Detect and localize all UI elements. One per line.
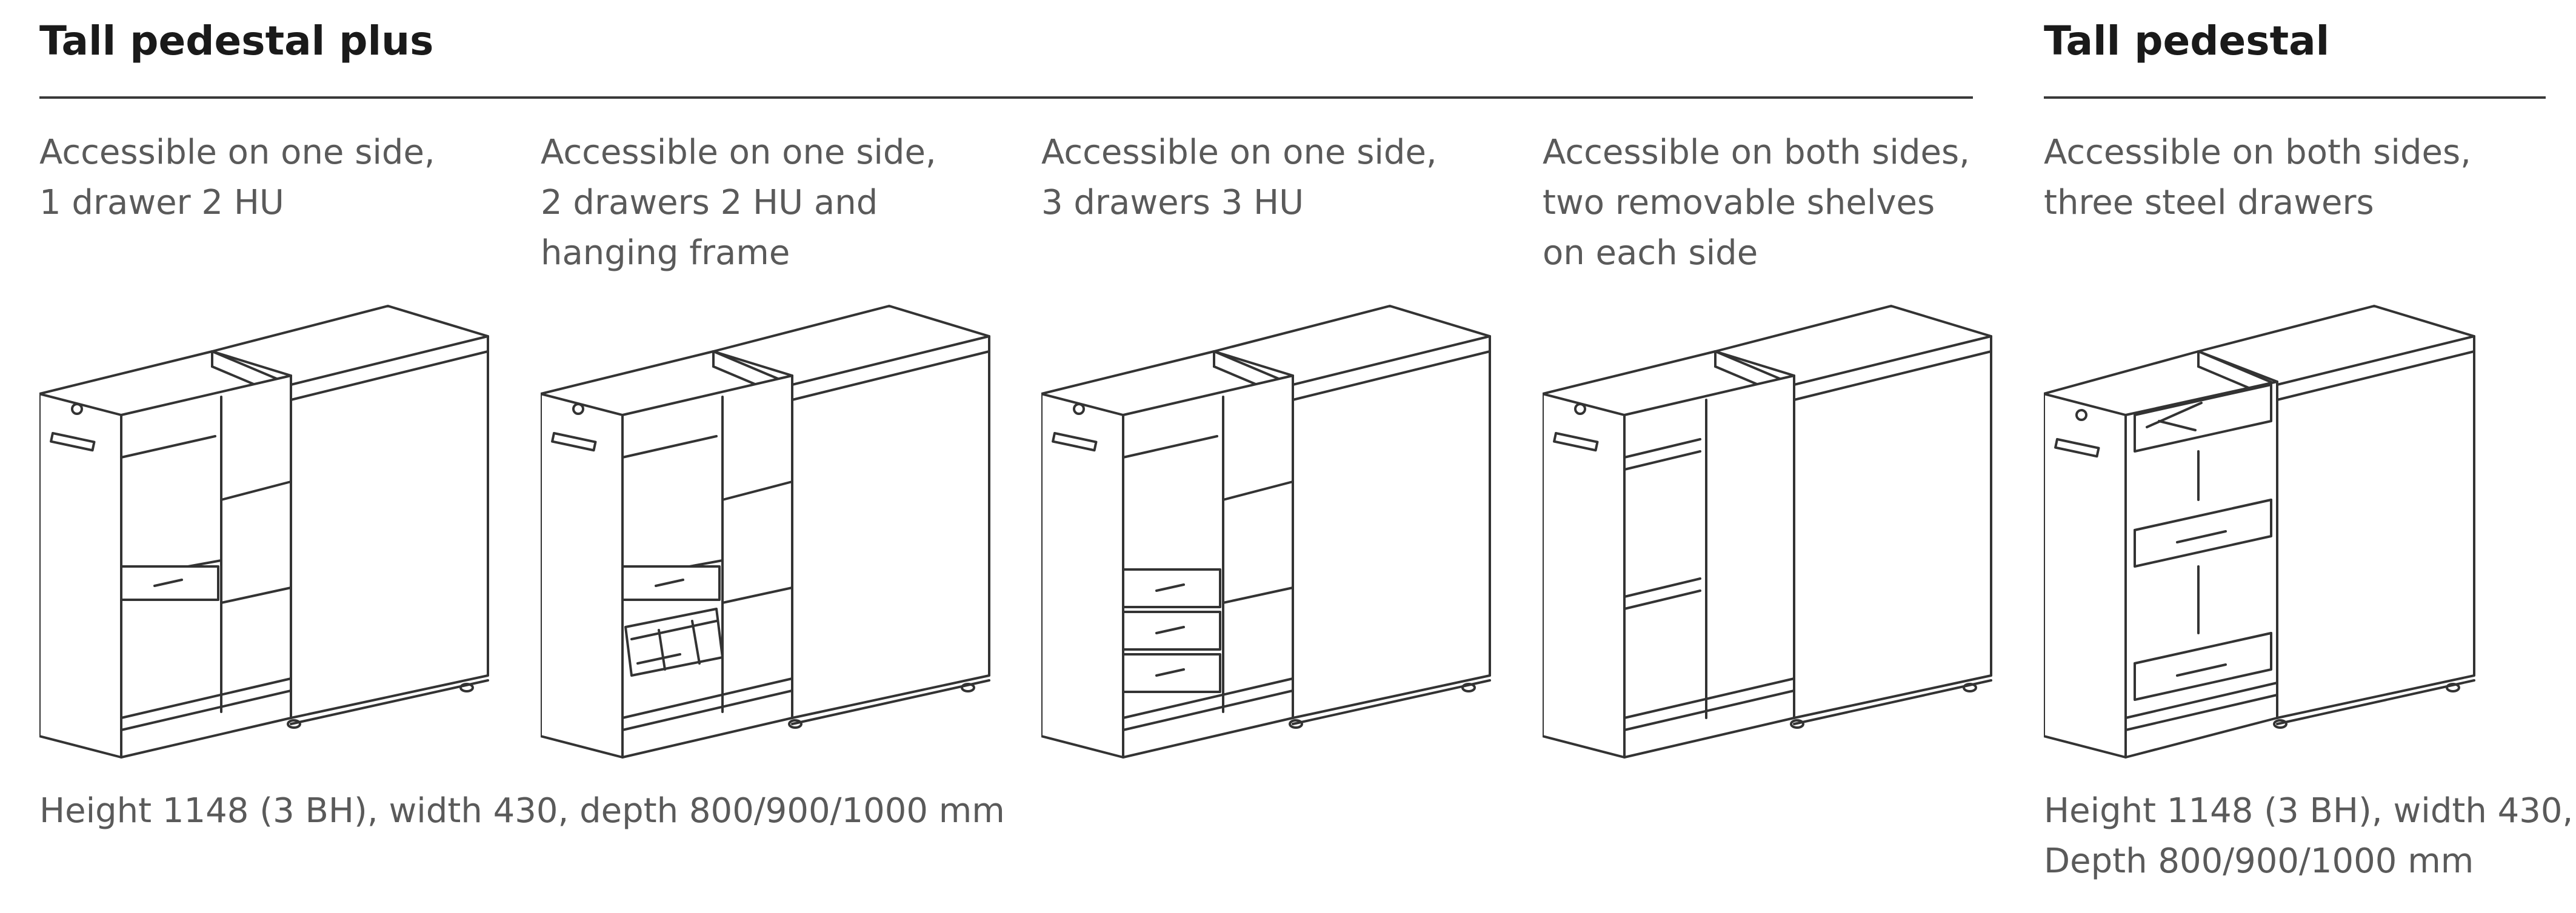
variant-description-line: 1 drawer 2 HU [39,183,284,222]
dimensions-standard: Height 1148 (3 BH), width 430, Depth 800… [2044,786,2573,886]
variant-description-line: Accessible on one side, [541,133,936,172]
variant-description-line: on each side [1543,233,1758,273]
variant-description: Accessible on one side, 1 drawer 2 HU [39,127,435,228]
variant-description-line: 2 drawers 2 HU and [541,183,878,222]
variant-description-line: Accessible on one side, [39,133,435,172]
section-title-tall-pedestal-plus: Tall pedestal plus [39,18,434,64]
pedestal-illustration-two-drawers-hanging-frame [541,300,995,760]
pedestal-illustration-three-drawers [1041,300,1496,760]
variant-description: Accessible on both sides, three steel dr… [2044,127,2471,228]
variant-description-line: two removable shelves [1543,183,1935,222]
dimensions-line: Height 1148 (3 BH), width 430, depth 800… [39,791,1005,831]
variant-description: Accessible on one side, 2 drawers 2 HU a… [541,127,936,278]
pedestal-illustration-three-steel-drawers [2044,300,2498,760]
variant-description-line: Accessible on both sides, [2044,133,2471,172]
dimensions-plus: Height 1148 (3 BH), width 430, depth 800… [39,786,1005,836]
section-divider-standard [2044,96,2546,99]
section-title-tall-pedestal: Tall pedestal [2044,18,2330,64]
dimensions-line: Height 1148 (3 BH), width 430, [2044,791,2574,831]
pedestal-illustration-one-drawer [39,300,494,760]
dimensions-line: Depth 800/900/1000 mm [2044,842,2474,881]
variant-description-line: Accessible on both sides, [1543,133,1970,172]
variant-description-line: Accessible on one side, [1041,133,1437,172]
variant-description-line: three steel drawers [2044,183,2374,222]
variant-description: Accessible on one side, 3 drawers 3 HU [1041,127,1437,228]
pedestal-illustration-removable-shelves [1543,300,1997,760]
variant-description-line: hanging frame [541,233,790,273]
section-divider-plus [39,96,1973,99]
variant-description-line: 3 drawers 3 HU [1041,183,1304,222]
variant-description: Accessible on both sides, two removable … [1543,127,1970,278]
